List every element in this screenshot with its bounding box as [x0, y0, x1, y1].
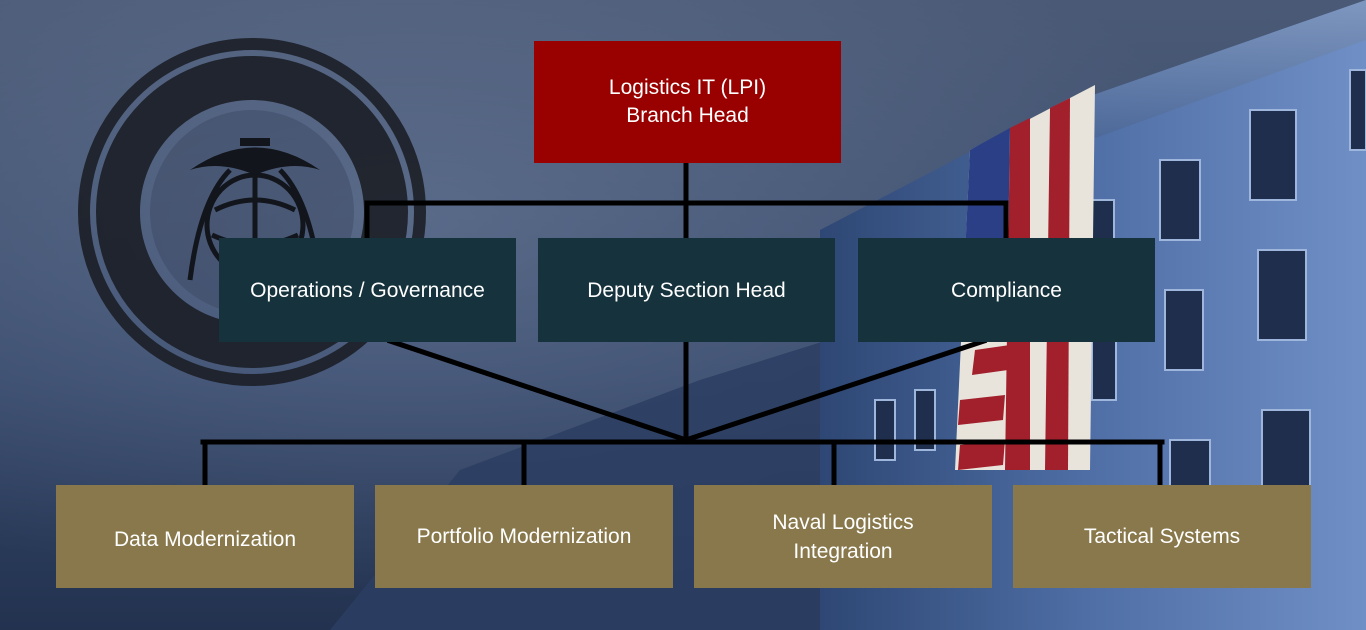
tactical-systems-box: Tactical Systems — [1013, 485, 1311, 588]
portfolio-modernization-box: Portfolio Modernization — [375, 485, 673, 588]
branch-head-box: Logistics IT (LPI) Branch Head — [534, 41, 841, 163]
naval-logistics-integration-box: Naval Logistics Integration — [694, 485, 992, 588]
compliance-box: Compliance — [858, 238, 1155, 342]
deputy-section-head-box: Deputy Section Head — [538, 238, 835, 342]
data-modernization-box: Data Modernization — [56, 485, 354, 588]
operations-governance-box: Operations / Governance — [219, 238, 516, 342]
